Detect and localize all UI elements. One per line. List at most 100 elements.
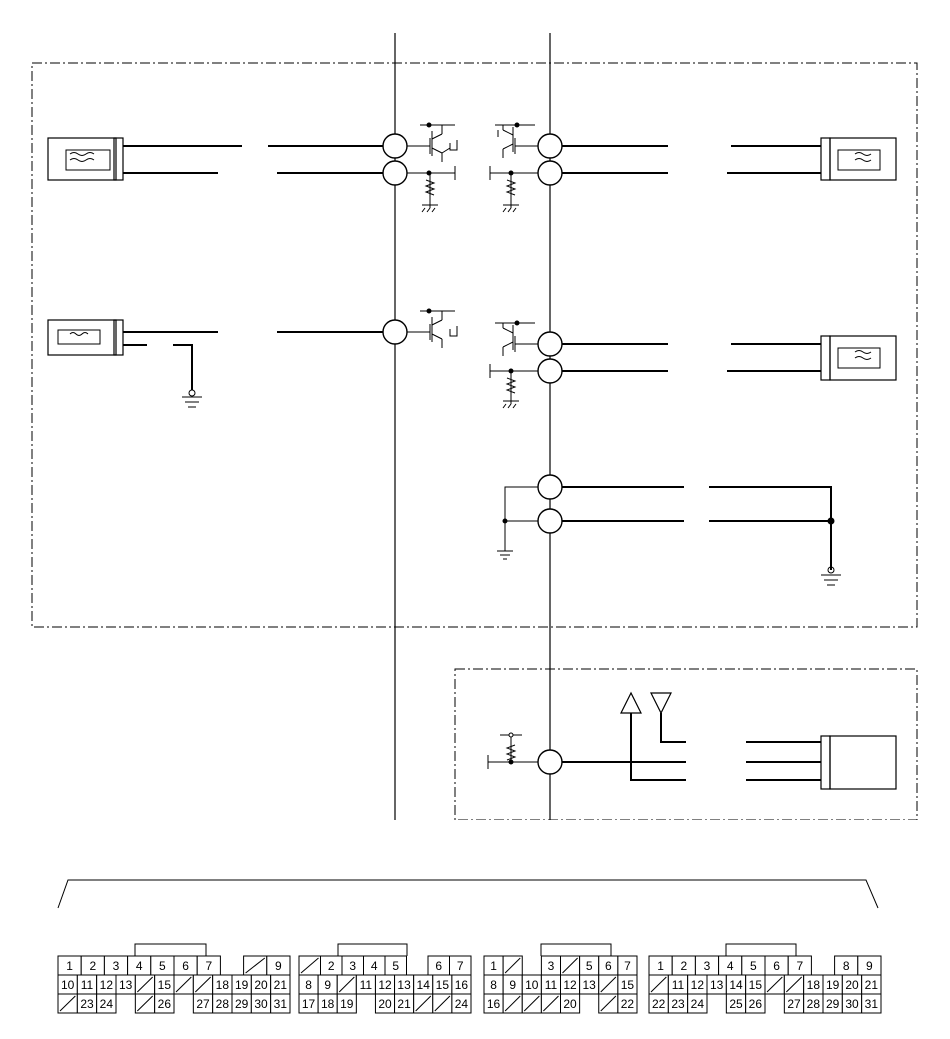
pin-number: 26 [749,997,763,1011]
pin-number: 11 [672,978,685,992]
unused-pin-mark [785,976,803,993]
pin-number: 5 [750,959,757,973]
pin-number: 7 [205,959,212,973]
pin-number: 8 [305,978,312,992]
pin-number: 30 [254,997,268,1011]
pin-number: 3 [548,959,555,973]
pin-number: 5 [392,959,399,973]
pin-number: 7 [796,959,803,973]
pin-number: 22 [621,997,635,1011]
pin-number: 13 [710,978,724,992]
left-lower-coil-sensor [47,319,383,408]
pin-number: 30 [845,997,859,1011]
pin-cell [270,993,291,1014]
unused-pin-mark [415,995,432,1012]
unused-pin-mark [338,976,355,993]
pin-number: 11 [360,978,373,992]
pin-number: 15 [158,978,172,992]
pin-number: 20 [845,978,859,992]
pin-number: 25 [729,997,743,1011]
pin-number: 18 [807,978,821,992]
unused-pin-mark [650,976,667,993]
pin-number: 15 [749,978,763,992]
pin-number: 29 [826,997,840,1011]
pin-number: 6 [605,959,612,973]
pin-number: 22 [652,997,666,1011]
pin-number: 7 [457,959,464,973]
pin-cell [687,993,708,1014]
pin-number: 9 [324,978,331,992]
pin-cell [96,993,117,1014]
pin-cell [154,993,175,1014]
pin-number: 14 [417,978,431,992]
right-upper-coil-sensor [562,137,897,181]
pin-number: 21 [865,978,879,992]
pin-number: 12 [378,978,392,992]
pin-number: 19 [340,997,354,1011]
unused-pin-mark [175,976,192,993]
left-bus-terminals [382,133,408,345]
pin-number: 9 [509,978,516,992]
pin-number: 20 [254,978,268,992]
sub-module-boundary [454,668,918,820]
pin-number: 9 [275,959,282,973]
pin-number: 31 [274,997,288,1011]
pin-number: 18 [321,997,335,1011]
pin-number: 31 [865,997,879,1011]
pin-number: 8 [490,978,497,992]
pin-number: 24 [455,997,469,1011]
pin-number: 4 [371,959,378,973]
left-upper-coil-sensor [47,137,383,181]
pin-number: 20 [563,997,577,1011]
pin-number: 12 [691,978,705,992]
right-bus-internal-circuits [487,122,538,769]
unused-pin-mark [543,995,559,1012]
pin-number: 23 [671,997,685,1011]
pin-cell [336,993,357,1014]
unused-pin-mark [245,957,266,974]
unused-pin-mark [136,995,154,1012]
pin-number: 24 [100,997,114,1011]
pin-number: 6 [435,959,442,973]
pin-number: 1 [66,959,73,973]
pin-number: 3 [113,959,120,973]
pin-number: 11 [545,978,558,992]
pin-number: 12 [563,978,577,992]
unused-pin-mark [504,957,521,974]
right-ground-circuit [562,486,841,586]
pin-number: 13 [119,978,133,992]
pin-number: 8 [843,959,850,973]
right-middle-coil-sensor [562,335,897,381]
pin-number: 6 [773,959,780,973]
pin-number: 12 [100,978,114,992]
pin-number: 7 [624,959,631,973]
pin-number: 26 [158,997,172,1011]
wiring-diagram [31,33,918,820]
connector-latch [725,943,797,956]
pin-number: 4 [727,959,734,973]
pin-number: 19 [826,978,840,992]
unused-pin-mark [562,957,578,974]
pin-number: 27 [196,997,210,1011]
pin-number: 24 [691,997,705,1011]
unused-pin-mark [504,995,521,1012]
right-bus-terminals [537,133,563,775]
bus-lines [394,33,551,820]
unused-pin-mark [194,976,212,993]
unused-pin-mark [434,995,451,1012]
unused-pin-mark [59,995,76,1012]
pin-number: 21 [397,997,411,1011]
pin-number: 1 [490,959,497,973]
output-component [746,735,897,790]
pin-number: 2 [328,959,335,973]
pin-number: 11 [81,978,94,992]
pin-number: 5 [586,959,593,973]
pin-number: 13 [397,978,411,992]
pin-number: 27 [787,997,801,1011]
unused-pin-mark [136,976,154,993]
unused-pin-mark [523,995,540,1012]
